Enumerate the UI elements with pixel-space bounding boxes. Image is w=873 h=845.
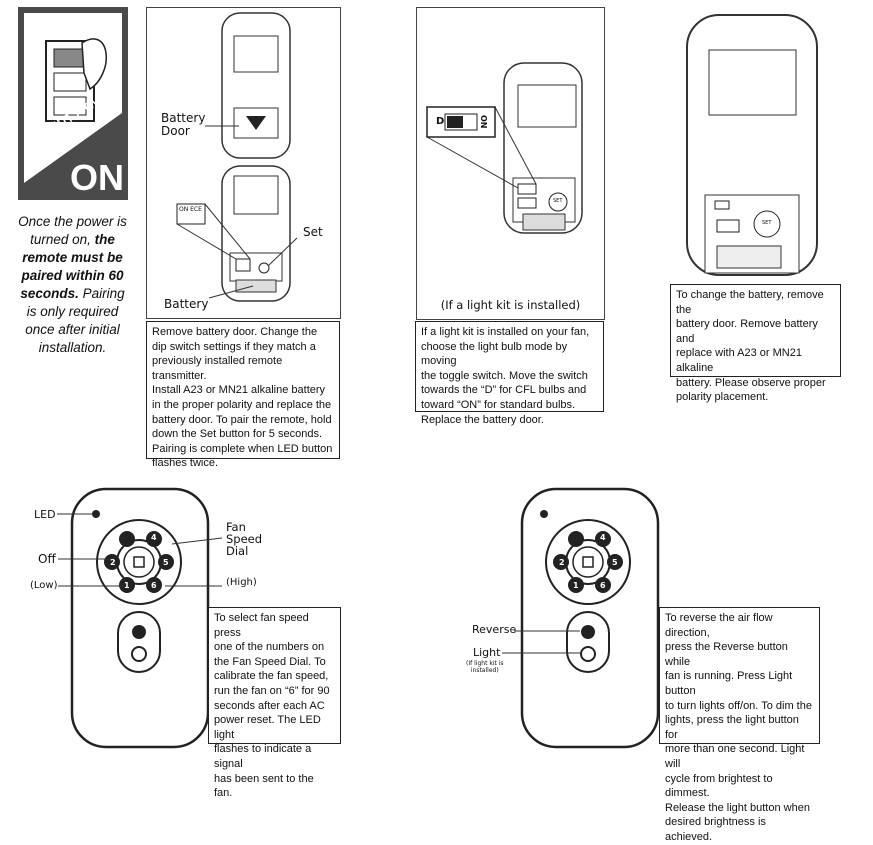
- dip-switch-label: ON ECE: [179, 206, 202, 213]
- power-banner-shape: [24, 113, 122, 194]
- set-button-text-2: SET: [762, 220, 772, 226]
- battery-door-label: Battery Door: [161, 111, 206, 138]
- led-label: LED: [34, 508, 56, 521]
- reverse-light-caption: To reverse the air flow direction, press…: [659, 607, 820, 843]
- light-kit-panel: D ON SET (If a light kit is installed): [416, 7, 605, 320]
- set-button-text: SET: [553, 198, 563, 204]
- remote-back-illustration: [176, 12, 298, 302]
- speed-button-1b[interactable]: 1: [573, 581, 579, 590]
- reverse-label: Reverse: [472, 623, 517, 636]
- light-button-icon-2: [580, 646, 596, 662]
- arrow-down-icon: [246, 116, 266, 130]
- breaker-switch-icon: [24, 13, 122, 183]
- set-label: Set: [303, 225, 323, 239]
- speed-dial-buttons: [104, 531, 174, 593]
- turn-power-on-panel: Turn Power ON: [18, 7, 128, 200]
- on-text: ON: [70, 157, 124, 198]
- speed-button-3b[interactable]: 3: [566, 527, 572, 536]
- speed-dial-buttons-2: [553, 531, 623, 593]
- low-label: (Low): [30, 580, 58, 591]
- battery-install-panel: Battery Door ON ECE Set Battery: [146, 7, 341, 319]
- light-label: Light: [473, 646, 501, 659]
- remote2-leader-lines: [502, 630, 580, 654]
- speed-button-4b[interactable]: 4: [600, 533, 606, 542]
- battery-change-remote-illustration: [686, 14, 818, 276]
- light-kit-caption: If a light kit is installed on your fan,…: [415, 321, 604, 426]
- switch-on-label: ON: [479, 115, 488, 129]
- off-button-icon-2: [582, 556, 594, 568]
- battery-label: Battery: [164, 297, 209, 311]
- remote1-leader-lines: [57, 513, 223, 587]
- speed-button-6b[interactable]: 6: [600, 581, 606, 590]
- pairing-note: Once the power is turned on, the remote …: [18, 214, 127, 355]
- led-icon-2: [540, 510, 548, 518]
- speed-button-5b[interactable]: 5: [612, 558, 618, 567]
- speed-button-1[interactable]: 1: [124, 581, 130, 590]
- speed-button-6[interactable]: 6: [151, 581, 157, 590]
- battery-install-caption: Remove battery door. Change the dip swit…: [146, 321, 340, 469]
- light-kit-title: (If a light kit is installed): [440, 298, 581, 312]
- speed-button-4[interactable]: 4: [151, 533, 157, 542]
- fan-speed-dial-label: Fan Speed Dial: [226, 520, 263, 558]
- speed-button-5[interactable]: 5: [163, 558, 169, 567]
- reverse-button-icon-2: [581, 625, 595, 639]
- battery-change-caption: To change the battery, remove the batter…: [670, 284, 841, 403]
- switch-d-label: D: [436, 116, 445, 127]
- fan-speed-caption: To select fan speed press one of the num…: [208, 607, 341, 799]
- reverse-light-remote-illustration: [520, 487, 660, 749]
- speed-button-2[interactable]: 2: [110, 558, 116, 567]
- off-label: Off: [38, 552, 56, 566]
- speed-button-2b[interactable]: 2: [559, 558, 565, 567]
- light-button-icon: [131, 646, 147, 662]
- speed-button-3[interactable]: 3: [117, 527, 123, 536]
- off-button-icon: [133, 556, 145, 568]
- light-kit-remote-illustration: [426, 62, 583, 234]
- led-icon: [92, 510, 100, 518]
- reverse-button-icon: [132, 625, 146, 639]
- high-label: (High): [226, 577, 257, 588]
- light-kit-note: (If light kit is installed): [466, 660, 504, 674]
- breaker-illustration: [24, 13, 122, 194]
